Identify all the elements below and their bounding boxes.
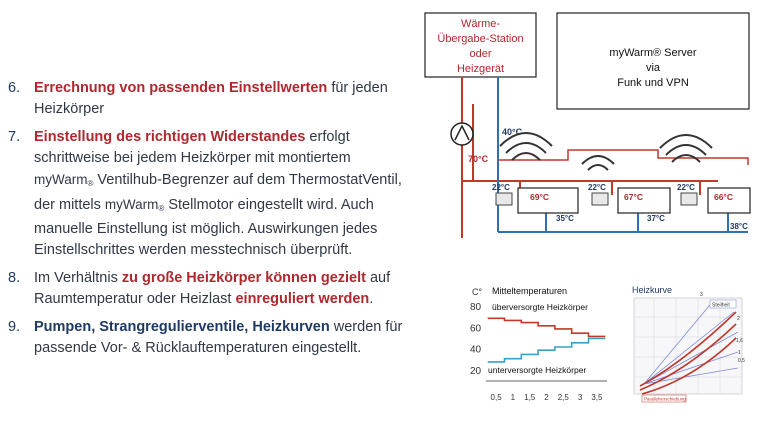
parallel-shift-badge xyxy=(641,394,687,403)
list-text-part: Einstellung des richtigen Widerstandes xyxy=(34,129,306,145)
series-line-1 xyxy=(487,337,606,363)
settings-steps-list: 6. Errechnung von passenden Einstellwerte… xyxy=(8,78,408,366)
radiator-1: 22°C 69°C 35°C xyxy=(492,183,579,223)
list-text-part: werden für passende Vor- & Rücklauftempe… xyxy=(34,319,403,356)
trunk-line xyxy=(498,149,749,165)
svg-text:22°C: 22°C xyxy=(588,183,606,192)
list-item: 7. Einstellung des richtigen Widerstandes… xyxy=(8,127,408,261)
server-line-2: via xyxy=(646,62,661,74)
series-line-0 xyxy=(487,317,606,338)
svg-text:37°C: 37°C xyxy=(647,214,665,223)
list-text-part: Ventilhub-Begrenzer auf dem ThermostatVe… xyxy=(34,172,402,213)
list-text-part: Im Verhältnis xyxy=(34,270,122,286)
list-text-part: ® xyxy=(87,179,94,188)
heizkurve-title: Heizkurve xyxy=(632,285,672,295)
x-tick-label: 2,5 xyxy=(558,393,570,402)
svg-text:Parallelverschiebung: Parallelverschiebung xyxy=(644,397,686,402)
server-box xyxy=(556,12,750,110)
heating-system-schematic: Wärme- Übergabe-Station oder Heizgerät m… xyxy=(424,12,751,238)
list-text-part: erfolgt schrittweise bei jedem Heizkörpe… xyxy=(34,129,351,166)
heating-curves xyxy=(639,311,737,395)
svg-text:1: 1 xyxy=(738,350,741,356)
radio-wave-icon xyxy=(659,134,713,163)
list-text-part: myWarm xyxy=(104,197,159,212)
pump-icon xyxy=(450,122,474,146)
station-line-1: Wärme- xyxy=(461,18,500,30)
radio-wave-icon xyxy=(581,155,615,171)
x-tick-label: 1 xyxy=(511,393,516,402)
y-tick-label: 20 xyxy=(470,366,482,377)
under-supplied-label: unterversorgte Heizkörper xyxy=(488,365,586,375)
heating-curve-chart: Heizkurve Steilheit 3 2 1,6 1 0,5 Parall… xyxy=(624,282,752,408)
chart-title: Mitteltemperaturen xyxy=(492,286,567,296)
list-text-part: . xyxy=(369,291,374,307)
steepness-badge xyxy=(709,299,737,309)
x-tick-label: 3 xyxy=(578,393,583,402)
svg-text:66°C: 66°C xyxy=(714,192,733,202)
svg-text:22°C: 22°C xyxy=(677,183,695,192)
list-text-part: Pumpen, Strangregulierventile, Heizkurve… xyxy=(34,319,330,335)
list-item: 6. Errechnung von passenden Einstellwerte… xyxy=(8,78,408,120)
list-text-part: zu große Heizkörper können gezielt xyxy=(121,270,366,286)
svg-text:3: 3 xyxy=(700,292,703,298)
supply-temp: 70°C xyxy=(468,154,489,164)
mean-temperature-chart: C° Mitteltemperaturen überversorgte Heiz… xyxy=(452,282,614,408)
list-text-part: für jeden Heizkörper xyxy=(34,80,388,117)
return-pipe xyxy=(497,77,748,233)
x-tick-label: 0,5 xyxy=(491,393,503,402)
list-number: 6. xyxy=(8,80,21,96)
svg-text:1,6: 1,6 xyxy=(736,338,743,344)
list-text-part: auf Raumtemperatur oder Heizlast xyxy=(34,270,391,307)
list-number: 9. xyxy=(8,319,21,335)
x-tick-label: 2 xyxy=(544,393,549,402)
x-tick-label: 3,5 xyxy=(591,393,603,402)
chart-ylabel: C° xyxy=(472,287,482,297)
station-line-2: Übergabe-Station xyxy=(437,33,523,45)
heat-station-box xyxy=(424,12,537,78)
y-tick-label: 40 xyxy=(470,345,482,356)
svg-text:2: 2 xyxy=(737,316,740,322)
return-temp: 40°C xyxy=(502,127,523,137)
y-tick-label: 60 xyxy=(470,323,482,334)
list-text-part: einreguliert werden xyxy=(235,291,370,307)
x-tick-label: 1,5 xyxy=(524,393,536,402)
list-number: 7. xyxy=(8,129,21,145)
y-tick-label: 80 xyxy=(470,302,482,313)
radiator-2: 22°C 67°C 37°C xyxy=(588,183,671,223)
svg-text:22°C: 22°C xyxy=(492,183,510,192)
svg-text:35°C: 35°C xyxy=(556,214,574,223)
list-text-part: Errechnung von passenden Einstellwerten xyxy=(34,80,328,96)
list-item: 9. Pumpen, Strangregulierventile, Heizkur… xyxy=(8,317,408,359)
list-text-part: ® xyxy=(158,204,165,213)
svg-text:Steilheit: Steilheit xyxy=(712,303,730,309)
radiator-3: 22°C 66°C 38°C xyxy=(677,183,751,231)
steepness-lines xyxy=(643,299,739,385)
radio-wave-icon xyxy=(499,132,553,161)
list-number: 8. xyxy=(8,270,21,286)
station-line-4: Heizgerät xyxy=(457,63,504,75)
station-line-3: oder xyxy=(469,48,491,60)
server-line-3: Funk und VPN xyxy=(617,77,689,89)
list-item: 8. Im Verhältnis zu große Heizkörper könn… xyxy=(8,268,408,310)
over-supplied-label: überversorgte Heizkörper xyxy=(492,302,588,312)
svg-text:67°C: 67°C xyxy=(624,192,643,202)
list-text-part: Stellmotor eingestellt wird. Auch manuel… xyxy=(34,197,378,258)
server-line-1: myWarm® Server xyxy=(609,47,696,59)
svg-text:69°C: 69°C xyxy=(530,192,549,202)
svg-text:38°C: 38°C xyxy=(730,222,748,231)
list-text-part: myWarm xyxy=(34,172,88,187)
svg-text:0,5: 0,5 xyxy=(738,358,745,364)
